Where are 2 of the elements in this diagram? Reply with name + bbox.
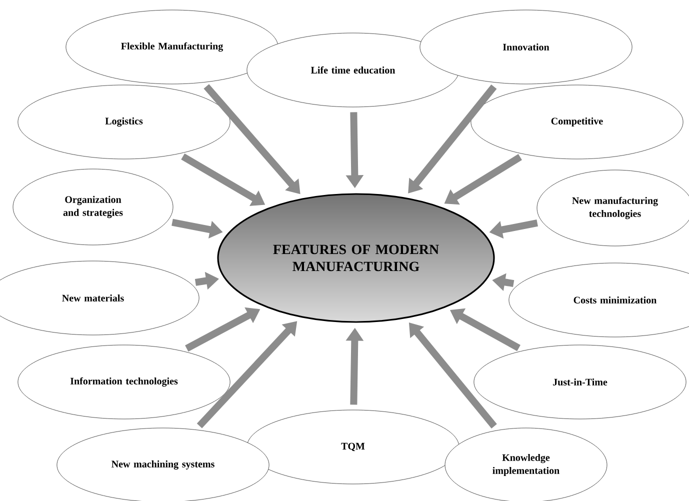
node-label: New machining systems	[112, 460, 214, 470]
node-label: Knowledge implementation	[492, 454, 560, 476]
